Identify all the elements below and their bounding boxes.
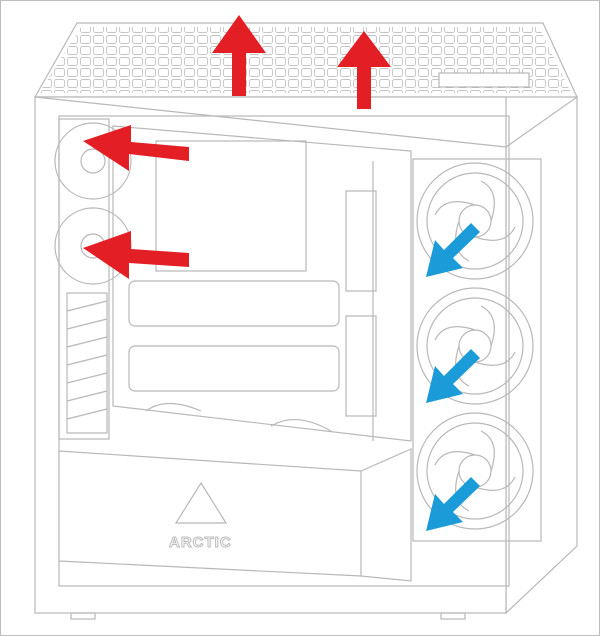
intake-arrows [426, 223, 480, 531]
exhaust-arrows [83, 15, 391, 279]
intake-arrow-front-top [426, 223, 480, 277]
arctic-logo-text: ARCTIC [169, 534, 232, 551]
exhaust-arrow-rear-upper [83, 125, 189, 171]
exhaust-arrow-rear-lower [83, 231, 189, 279]
intake-arrow-front-bottom [426, 477, 480, 531]
front-fans [412, 158, 542, 542]
exhaust-arrow-top-rear [212, 15, 266, 96]
intake-arrow-front-middle [426, 349, 480, 403]
top-panel [33, 22, 578, 98]
exhaust-arrow-top-front [337, 31, 391, 109]
pci-slots [66, 292, 108, 434]
psu-shroud: ARCTIC [58, 448, 412, 582]
arctic-logo-mark [174, 481, 228, 524]
motherboard-tray [112, 125, 412, 442]
